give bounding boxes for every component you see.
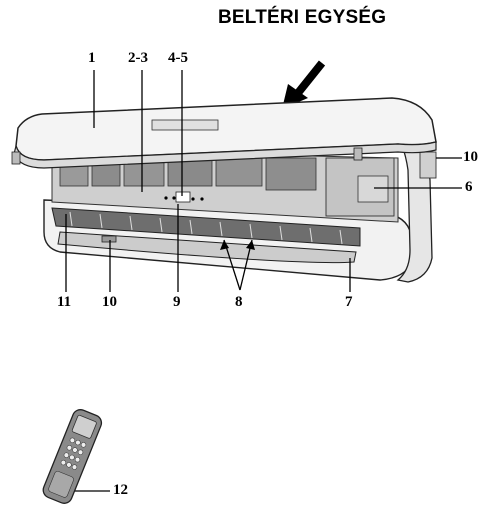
callout-7: 7	[345, 294, 353, 310]
callout-11: 11	[57, 294, 72, 310]
callout-10-right: 10	[463, 149, 478, 165]
callout-4-5: 4-5	[168, 50, 188, 66]
callout-8: 8	[235, 294, 243, 310]
callout-10-bottom: 10	[102, 294, 117, 310]
diagram-title: BELTÉRI EGYSÉG	[218, 7, 387, 28]
callout-12: 12	[113, 482, 128, 498]
leader-8a-arrowhead	[220, 240, 229, 250]
callout-6: 6	[465, 179, 473, 195]
callout-9: 9	[173, 294, 181, 310]
callout-1: 1	[88, 50, 96, 66]
air-outlet	[51, 207, 361, 264]
remote-control	[42, 409, 103, 504]
callout-2-3: 2-3	[128, 50, 148, 66]
front-panel	[11, 97, 437, 169]
leader-8b-arrowhead	[246, 240, 255, 250]
filters	[59, 151, 437, 217]
